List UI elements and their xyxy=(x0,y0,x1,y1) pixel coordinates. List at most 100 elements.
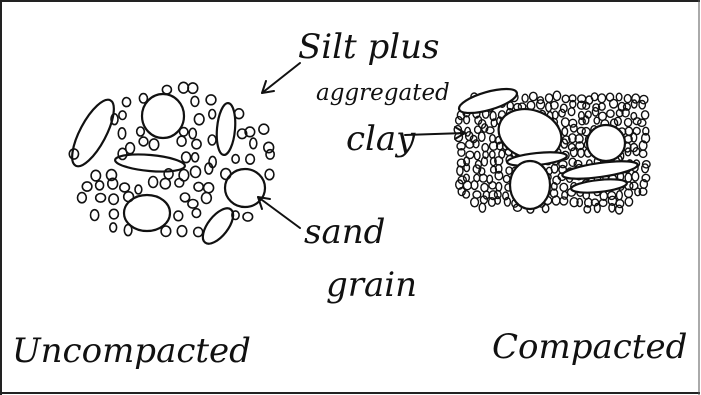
silt-particle xyxy=(182,152,191,163)
silt-particle xyxy=(537,100,545,109)
silt-particle xyxy=(638,119,646,126)
silt-particle xyxy=(522,94,528,102)
silt-particle xyxy=(503,175,510,182)
silt-particle xyxy=(266,150,274,159)
silt-particle xyxy=(607,110,614,117)
sand-grain xyxy=(197,203,239,248)
silt-particle xyxy=(234,109,243,119)
silt-particle xyxy=(139,94,147,103)
silt-particle xyxy=(208,135,216,145)
label-aggregated: aggregated xyxy=(316,80,450,106)
silt-particle xyxy=(479,203,485,212)
silt-particle xyxy=(639,101,645,109)
label-silt-plus: Silt plus xyxy=(298,27,440,67)
silt-particle xyxy=(265,169,274,179)
silt-particle xyxy=(96,194,106,203)
silt-particle xyxy=(160,178,170,188)
silt-particle xyxy=(456,117,462,125)
sand-arrow xyxy=(258,197,300,228)
silt-particle xyxy=(194,182,203,191)
silt-particle xyxy=(194,227,203,236)
silt-particle xyxy=(91,210,99,221)
silt-particle xyxy=(221,169,231,180)
label-clay: clay xyxy=(346,119,416,159)
silt-particle xyxy=(471,198,479,207)
label-compacted: Compacted xyxy=(492,327,687,367)
silt-particle xyxy=(124,192,134,202)
silt-particle xyxy=(632,172,639,181)
silt-particle xyxy=(139,137,148,146)
silt-particle xyxy=(188,83,198,93)
silt-particle xyxy=(91,170,100,181)
sand-grain xyxy=(510,161,550,209)
silt-particle xyxy=(206,95,216,105)
silt-particle xyxy=(639,150,646,157)
silt-particle xyxy=(194,114,204,125)
silt-particle xyxy=(546,94,553,102)
label-grain: grain xyxy=(326,265,417,305)
silt-particle xyxy=(135,185,142,194)
silt-particle xyxy=(177,136,186,146)
silt-particle xyxy=(204,183,214,193)
silt-particle xyxy=(560,183,568,191)
silt-particle xyxy=(591,93,598,101)
silt-particle xyxy=(177,226,186,237)
silt-particle xyxy=(610,99,618,108)
silt-particle xyxy=(264,142,274,152)
sand-grain xyxy=(114,152,185,174)
silt-particle xyxy=(617,191,623,200)
silt-particle xyxy=(118,128,125,139)
silt-particle xyxy=(642,111,649,119)
silt-particle xyxy=(179,82,189,93)
silt-particle xyxy=(616,93,622,101)
silt-particle xyxy=(119,111,126,120)
silt-particle xyxy=(568,144,575,151)
silt-particle xyxy=(180,128,188,136)
silt-particle xyxy=(561,104,568,112)
silt-particle xyxy=(78,193,87,203)
silt-particle xyxy=(109,194,118,204)
silt-particle xyxy=(457,166,463,175)
silt-particle xyxy=(209,110,216,119)
silt-particle xyxy=(478,132,485,141)
silt-particle xyxy=(189,128,196,138)
silt-particle xyxy=(570,148,577,157)
silt-particle xyxy=(174,211,183,221)
silt-particle xyxy=(506,167,512,174)
silt-arrow xyxy=(262,63,300,93)
silt-particle xyxy=(625,118,632,126)
sand-grain xyxy=(215,102,237,155)
silt-particle xyxy=(122,98,130,107)
silt-particle xyxy=(149,177,158,188)
silt-particle xyxy=(124,225,132,236)
silt-particle xyxy=(137,127,145,136)
silt-particle xyxy=(562,95,569,102)
silt-particle xyxy=(471,181,478,190)
silt-particle xyxy=(496,183,502,192)
silt-particle xyxy=(192,153,199,162)
silt-particle xyxy=(188,200,198,209)
silt-particle xyxy=(594,117,599,124)
silt-particle xyxy=(191,96,199,106)
silt-particle xyxy=(192,139,201,148)
silt-particle xyxy=(598,94,606,103)
silt-particle xyxy=(616,205,623,214)
silt-particle xyxy=(568,108,575,116)
silt-particle xyxy=(562,128,568,136)
silt-particle xyxy=(632,94,640,103)
silt-particle xyxy=(631,100,637,108)
silt-particle xyxy=(571,124,578,132)
silt-particle xyxy=(232,155,239,164)
silt-particle xyxy=(553,91,560,100)
silt-particle xyxy=(246,154,255,164)
sand-grain xyxy=(142,94,184,138)
sand-grain xyxy=(587,125,625,161)
silt-particle xyxy=(120,183,130,192)
silt-particle xyxy=(562,118,570,127)
silt-particle xyxy=(191,166,201,177)
silt-particle xyxy=(560,197,568,205)
silt-particle xyxy=(180,193,189,202)
silt-particle xyxy=(559,109,565,117)
silt-particle xyxy=(149,139,158,150)
